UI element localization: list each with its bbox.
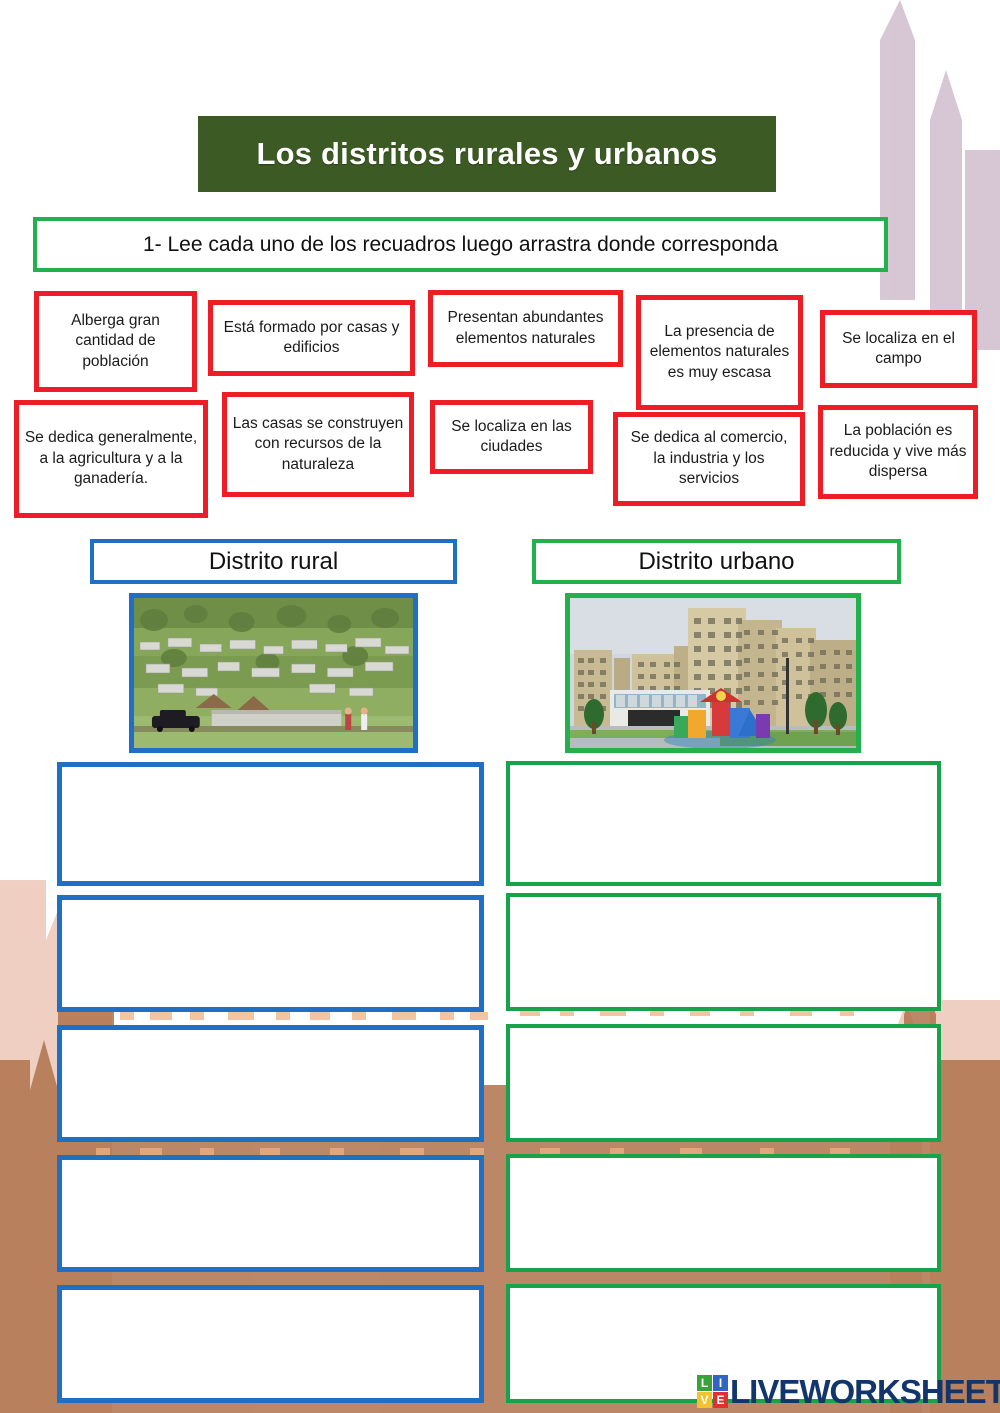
drag-item-label: La población es reducida y vive más disp… (829, 422, 967, 481)
drop-zone-urban[interactable] (506, 1024, 941, 1142)
instruction-text: 1- Lee cada uno de los recuadros luego a… (142, 232, 779, 256)
drag-item[interactable]: Las casas se construyen con recursos de … (222, 392, 414, 497)
drag-item-label: Se localiza en las ciudades (451, 417, 572, 455)
drag-item[interactable]: Se dedica generalmente, a la agricultura… (14, 400, 208, 518)
category-header-urban: Distrito urbano (532, 539, 901, 584)
drop-zone-rural[interactable] (57, 1155, 484, 1272)
drag-item-label: Presentan abundantes elementos naturales (447, 309, 604, 347)
drag-item[interactable]: Está formado por casas y edificios (208, 300, 415, 376)
category-label: Distrito rural (208, 547, 339, 575)
liveworksheets-logo[interactable]: L I V E LIVEWORKSHEETS (697, 1372, 1000, 1410)
category-header-rural: Distrito rural (90, 539, 457, 584)
urban-apartment-blocks-photo (565, 593, 861, 753)
rural-photo-art (134, 598, 413, 748)
drop-zone-urban[interactable] (506, 893, 941, 1011)
logo-tile-e: E (713, 1391, 728, 1408)
logo-tile-v: V (697, 1391, 712, 1408)
instruction-banner: 1- Lee cada uno de los recuadros luego a… (33, 217, 888, 272)
drag-item-label: Las casas se construyen con recursos de … (232, 414, 404, 473)
drop-zone-rural[interactable] (57, 1285, 484, 1403)
drag-item-label: Está formado por casas y edificios (223, 318, 400, 356)
drop-zone-rural[interactable] (57, 762, 484, 886)
category-label: Distrito urbano (638, 547, 795, 575)
drag-item-label: Se dedica generalmente, a la agricultura… (24, 429, 198, 488)
logo-tile-i: I (713, 1374, 728, 1391)
drag-item-label: Se localiza en el campo (842, 329, 955, 367)
logo-tile-l: L (697, 1374, 712, 1391)
liveworksheets-logo-text: LIVEWORKSHEETS (730, 1372, 1000, 1410)
drag-item[interactable]: La población es reducida y vive más disp… (818, 405, 978, 499)
rural-village-photo (129, 593, 418, 753)
drop-zone-rural[interactable] (57, 895, 484, 1012)
drag-item[interactable]: La presencia de elementos naturales es m… (636, 295, 803, 410)
drag-item[interactable]: Se localiza en el campo (820, 310, 977, 388)
drag-item-label: La presencia de elementos naturales es m… (649, 322, 790, 381)
drag-item[interactable]: Se localiza en las ciudades (430, 400, 593, 474)
drop-zone-urban[interactable] (506, 1154, 941, 1272)
liveworksheets-logo-mark: L I V E (697, 1374, 728, 1408)
page-title-text: Los distritos rurales y urbanos (256, 136, 718, 171)
page-title: Los distritos rurales y urbanos (198, 116, 776, 192)
drag-item-label: Se dedica al comercio, la industria y lo… (630, 429, 788, 488)
drag-item-label: Alberga gran cantidad de población (71, 311, 160, 370)
urban-photo-art (570, 598, 856, 748)
drop-zone-urban[interactable] (506, 761, 941, 886)
drag-item[interactable]: Presentan abundantes elementos naturales (428, 290, 623, 367)
drop-zone-rural[interactable] (57, 1025, 484, 1142)
drag-item[interactable]: Se dedica al comercio, la industria y lo… (613, 412, 805, 506)
drag-item[interactable]: Alberga gran cantidad de población (34, 291, 197, 392)
